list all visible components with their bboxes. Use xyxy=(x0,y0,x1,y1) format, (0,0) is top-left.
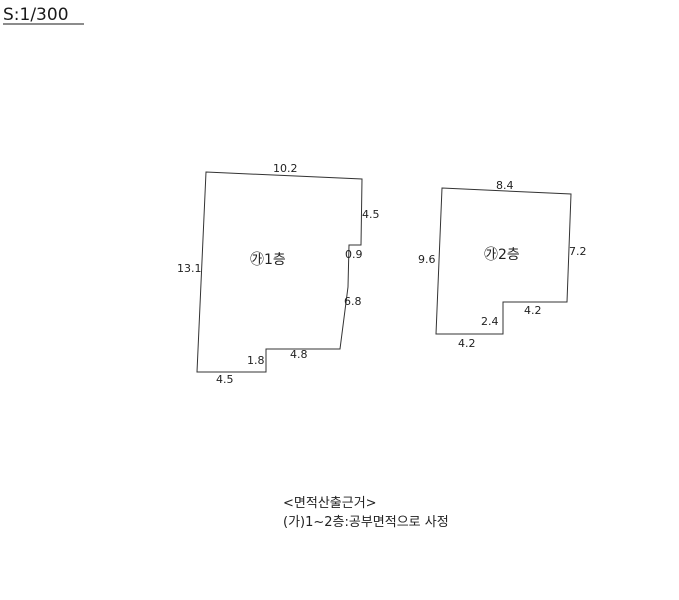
building-2-plan: ㉮2층 8.4 7.2 9.6 4.2 2.4 4.2 xyxy=(418,179,587,350)
building-1-plan: ㉮1층 10.2 4.5 0.9 6.8 4.8 1.8 4.5 13.1 xyxy=(177,162,380,386)
building-2-dim-top: 8.4 xyxy=(496,179,514,192)
building-1-dim-step: 1.8 xyxy=(247,354,265,367)
building-2-dim-right: 7.2 xyxy=(569,245,587,258)
building-1-outline xyxy=(196,171,363,373)
building-2-dim-step: 2.4 xyxy=(481,315,499,328)
building-1-dim-left: 13.1 xyxy=(177,262,202,275)
note-line: (가)1~2층:공부면적으로 사정 xyxy=(283,515,449,530)
building-1-dim-right-lower: 6.8 xyxy=(344,295,362,308)
building-1-dim-right-upper: 4.5 xyxy=(362,208,380,221)
building-1-dim-notch: 0.9 xyxy=(345,248,363,261)
building-1-dim-top: 10.2 xyxy=(273,162,298,175)
scale-label: S:1/300 xyxy=(3,5,69,25)
area-calculation-note: <면적산출근거> (가)1~2층:공부면적으로 사정 xyxy=(283,494,449,532)
building-2-outline xyxy=(435,187,572,335)
note-title: <면적산출근거> xyxy=(283,496,377,511)
building-1-dim-bottom-left: 4.5 xyxy=(216,373,234,386)
building-2-dim-bottom-left: 4.2 xyxy=(458,337,476,350)
building-2-label: ㉮2층 xyxy=(484,247,520,263)
building-2-dim-left: 9.6 xyxy=(418,253,436,266)
building-2-dim-bottom-right: 4.2 xyxy=(524,304,542,317)
building-1-label: ㉮1층 xyxy=(250,252,286,268)
building-1-dim-bottom-right: 4.8 xyxy=(290,348,308,361)
